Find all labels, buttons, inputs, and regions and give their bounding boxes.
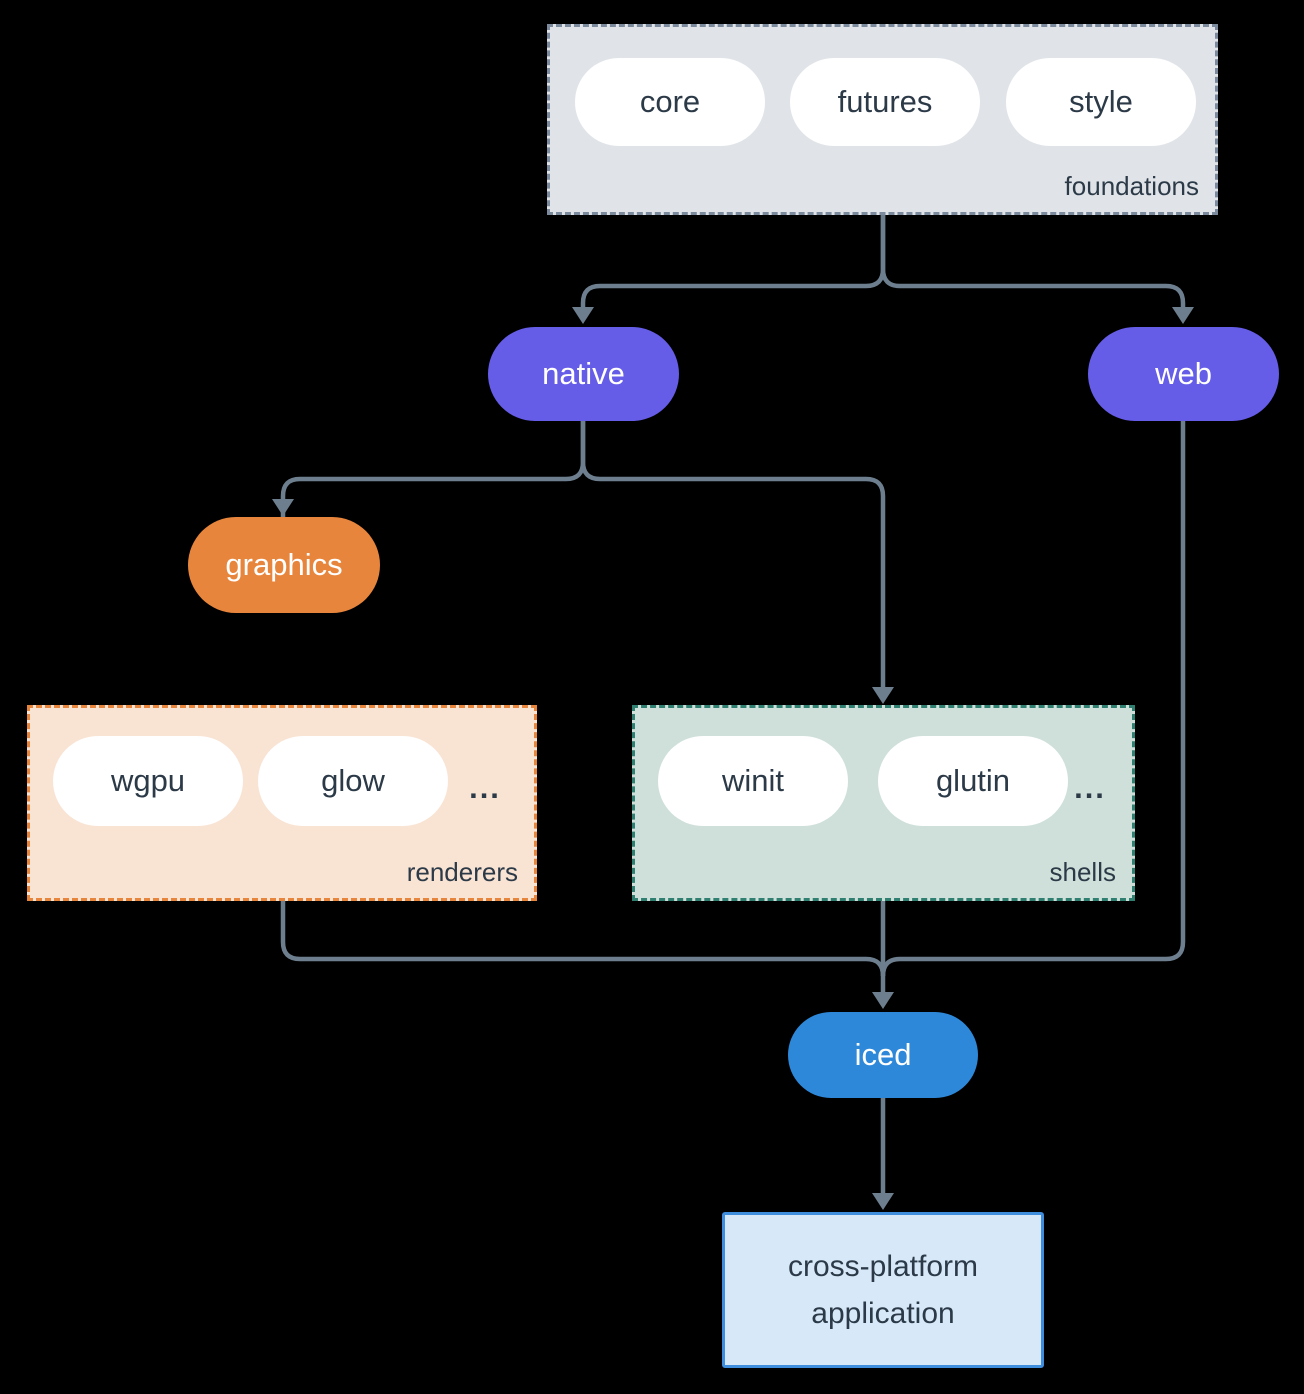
arrowhead-graphics bbox=[272, 499, 294, 516]
group-renderers: wgpu glow ... renderers bbox=[27, 705, 537, 901]
application-label-line1: cross-platform bbox=[787, 1250, 979, 1283]
node-iced: iced bbox=[788, 1012, 978, 1098]
shells-ellipsis: ... bbox=[1074, 770, 1106, 805]
edge-renderers-to-iced bbox=[280, 900, 886, 977]
node-futures-label: futures bbox=[837, 84, 933, 119]
edge-foundations-to-native bbox=[580, 215, 886, 307]
group-shells: winit glutin ... shells bbox=[632, 705, 1135, 901]
node-core-label: core bbox=[639, 84, 701, 119]
application-label-line2: application bbox=[811, 1297, 955, 1330]
group-renderers-label: renderers bbox=[406, 857, 518, 887]
group-foundations: core futures style foundations bbox=[547, 24, 1218, 215]
arrowhead-application bbox=[872, 1193, 894, 1210]
node-native-label: native bbox=[542, 356, 625, 391]
edge-native-to-shells bbox=[580, 421, 886, 687]
node-graphics-label: graphics bbox=[225, 547, 343, 582]
edge-native-to-graphics bbox=[280, 421, 586, 499]
node-style-label: style bbox=[1069, 84, 1133, 119]
group-shells-label: shells bbox=[1049, 857, 1116, 887]
node-futures: futures bbox=[790, 58, 980, 146]
node-glow: glow bbox=[258, 736, 448, 826]
node-wgpu-label: wgpu bbox=[110, 763, 186, 798]
node-winit-label: winit bbox=[721, 763, 784, 798]
node-iced-label: iced bbox=[854, 1037, 912, 1072]
arrowhead-shells bbox=[872, 687, 894, 704]
node-glutin: glutin bbox=[878, 736, 1068, 826]
node-web-label: web bbox=[1155, 356, 1212, 391]
arrowhead-native bbox=[572, 307, 594, 324]
node-style: style bbox=[1006, 58, 1196, 146]
node-wgpu: wgpu bbox=[53, 736, 243, 826]
edge-foundations-to-web bbox=[880, 215, 1186, 307]
renderers-ellipsis: ... bbox=[469, 770, 501, 805]
node-web: web bbox=[1088, 327, 1279, 421]
node-glutin-label: glutin bbox=[935, 763, 1011, 798]
arrowhead-iced bbox=[872, 992, 894, 1009]
node-glow-label: glow bbox=[321, 763, 385, 798]
node-winit: winit bbox=[658, 736, 848, 826]
node-core: core bbox=[575, 58, 765, 146]
node-native: native bbox=[488, 327, 679, 421]
node-graphics: graphics bbox=[188, 517, 380, 613]
arrowhead-web bbox=[1172, 307, 1194, 324]
node-cross-platform-application: cross-platform application bbox=[722, 1212, 1044, 1368]
group-foundations-label: foundations bbox=[1064, 171, 1199, 201]
